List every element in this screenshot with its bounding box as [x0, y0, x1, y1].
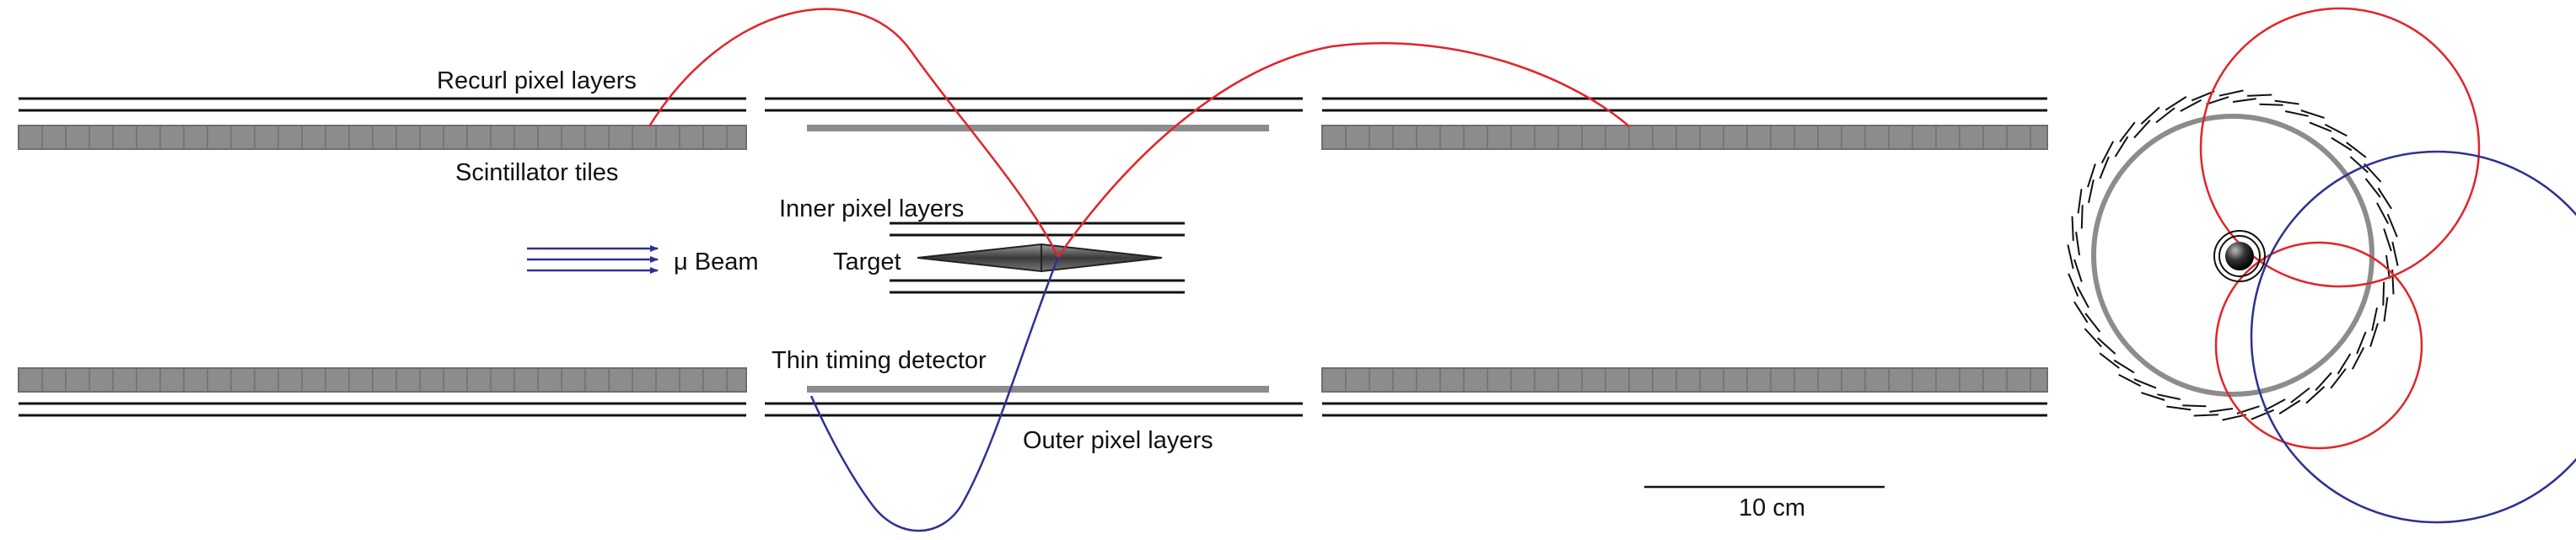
- outer-pixel-segment: [2290, 387, 2310, 404]
- outer-pixel-segment: [2300, 110, 2325, 119]
- scale-label: 10 cm: [1739, 495, 1805, 521]
- outer-pixel-segment: [2084, 328, 2102, 348]
- outer-pixel-segment: [2114, 136, 2129, 158]
- outer-pixel-segment: [2369, 323, 2379, 347]
- outer-pixel-segment: [2191, 90, 2215, 102]
- outer-pixel-segment: [2383, 228, 2392, 252]
- outer-pixel-segment: [2315, 372, 2332, 391]
- outer-pixel-segment: [2324, 123, 2347, 137]
- outer-pixel-segment: [2218, 89, 2244, 97]
- outer-pixel-segment: [2113, 359, 2135, 374]
- outer-pixel-segment: [2385, 254, 2390, 279]
- inner-pixel-ring-outer: [2213, 230, 2266, 282]
- outer-pixel-segment: [2166, 405, 2191, 411]
- outer-pixel-segment: [2232, 98, 2256, 103]
- outer-pixel-segment: [2305, 386, 2326, 404]
- outer-pixel-segment: [2346, 142, 2367, 158]
- outer-pixel-segment: [2073, 259, 2083, 282]
- outer-pixel-segment: [2099, 352, 2120, 369]
- target-transverse: [2225, 242, 2254, 270]
- outer-pixel-segment: [2084, 313, 2101, 333]
- outer-pixel-layers-label: Outer pixel layers: [1023, 427, 1213, 454]
- outer-pixel-segment: [2165, 96, 2187, 111]
- inner-pixel-layers-label: Inner pixel layers: [779, 195, 964, 222]
- longitudinal-view: Recurl pixel layers Scintillator tiles I…: [18, 8, 2048, 532]
- scintillator-tiles-label: Scintillator tiles: [455, 159, 618, 186]
- outer-pixel-segment: [2097, 337, 2116, 355]
- beam-arrows: [527, 245, 659, 274]
- outer-pixel-segment: [2274, 99, 2299, 105]
- outer-pixel-segment: [2356, 331, 2367, 355]
- positron-track-curl-left: [648, 8, 1060, 258]
- outer-pixel-segment: [2076, 286, 2089, 308]
- outer-pixel-segment: [2100, 141, 2115, 164]
- inner-pixel-ring-inner: [2218, 235, 2261, 277]
- outer-pixel-segment: [2382, 281, 2385, 306]
- outer-pixel-segment: [2349, 156, 2369, 174]
- outer-pixel-segment: [2377, 187, 2392, 210]
- outer-pixel-layers-bottom: [19, 402, 2047, 417]
- beam-label: μ Beam: [674, 249, 759, 275]
- outer-pixel-ring: [2067, 89, 2399, 421]
- outer-pixel-segment: [2088, 179, 2095, 204]
- outer-pixel-segment: [2087, 163, 2096, 188]
- outer-pixel-segment: [2193, 414, 2218, 417]
- outer-pixel-segment: [2391, 241, 2399, 266]
- outer-pixel-segment: [2284, 110, 2309, 117]
- outer-pixel-segment: [2141, 392, 2165, 401]
- outer-pixel-segment: [2155, 107, 2175, 124]
- target-label: Target: [833, 249, 901, 275]
- positron-track-transverse-top: [2199, 7, 2481, 288]
- electron-track: [809, 256, 1060, 532]
- outer-pixel-segment: [2337, 353, 2352, 375]
- outer-pixel-segment: [2073, 301, 2089, 323]
- outer-pixel-segment: [2376, 202, 2390, 224]
- target: [917, 243, 1163, 273]
- outer-pixel-segment: [2364, 163, 2382, 183]
- timing-layer-bottom: [807, 386, 1269, 393]
- thin-timing-detector-label: Thin timing detector: [772, 347, 987, 374]
- outer-pixel-segment: [2264, 398, 2286, 412]
- scintillator-tiles-bottom: [18, 367, 2048, 393]
- outer-pixel-segment: [2364, 178, 2381, 198]
- recurl-pixel-layers-top: [19, 97, 2047, 112]
- outer-pixel-segment: [2099, 156, 2110, 179]
- outer-pixel-segment: [2331, 136, 2353, 152]
- outer-pixel-segment: [2068, 273, 2079, 297]
- outer-pixel-segment: [2080, 205, 2084, 229]
- outer-pixel-segment: [2133, 378, 2157, 389]
- outer-pixel-segment: [2309, 121, 2332, 132]
- outer-pixel-segment: [2119, 121, 2136, 142]
- outer-pixel-segment: [2180, 99, 2202, 112]
- outer-pixel-segment: [2251, 409, 2275, 420]
- electron-track-transverse: [2250, 150, 2576, 524]
- positron-track-curl-right: [1057, 42, 1630, 258]
- outer-pixel-segment: [2386, 213, 2398, 238]
- outer-pixel-segment: [2182, 404, 2207, 408]
- outer-pixel-segment: [2209, 408, 2234, 413]
- outer-pixel-segment: [2118, 373, 2142, 388]
- timing-ring: [2091, 114, 2374, 397]
- outer-pixel-segment: [2077, 189, 2083, 214]
- outer-pixel-segment: [2157, 393, 2181, 400]
- outer-pixel-segment: [2140, 106, 2160, 125]
- outer-pixel-segment: [2259, 103, 2283, 106]
- timing-layer-top: [807, 125, 1269, 131]
- outer-pixel-segment: [2075, 232, 2080, 256]
- outer-pixel-segment: [2351, 346, 2365, 370]
- outer-pixel-segment: [2278, 399, 2301, 414]
- outer-pixel-segment: [2206, 96, 2229, 105]
- outer-pixel-segment: [2371, 307, 2378, 331]
- scintillator-tiles-top: [18, 125, 2048, 150]
- positron-track-transverse-bottom: [2214, 241, 2423, 450]
- outer-pixel-segment: [2133, 120, 2151, 139]
- inner-pixel-layers: [890, 222, 1185, 294]
- transverse-view: [2067, 7, 2576, 524]
- recurl-pixel-layers-label: Recurl pixel layers: [437, 67, 637, 94]
- outer-pixel-segment: [2247, 94, 2272, 97]
- outer-pixel-segment: [2383, 297, 2389, 322]
- outer-pixel-segment: [2067, 244, 2074, 270]
- outer-pixel-segment: [2330, 368, 2347, 389]
